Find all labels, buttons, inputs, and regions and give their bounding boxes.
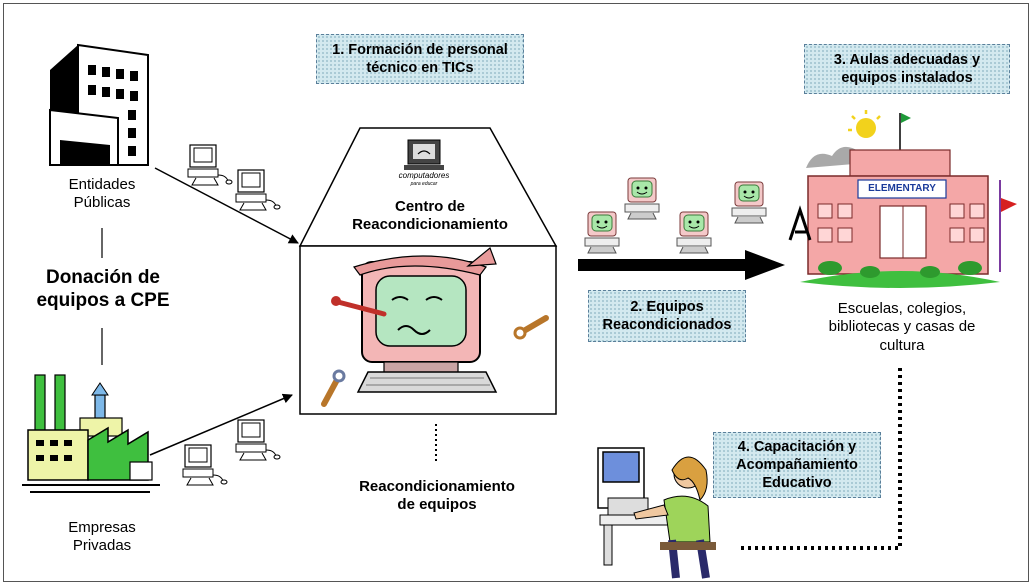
logo-text: computadores: [398, 171, 450, 180]
office-building-icon: [49, 43, 149, 166]
box-formacion: 1. Formación de personal técnico en TICs: [316, 34, 524, 84]
logo-text-group: computadores para educar: [386, 171, 462, 187]
arrow-privadas-to-centro: [149, 393, 293, 456]
computer-icon: [235, 419, 281, 461]
happy-computer-icon: [624, 177, 660, 220]
label-centro: Centro de Reacondicionamiento: [352, 198, 508, 234]
logo-subtext: para educar: [410, 180, 438, 187]
happy-computer-icon: [584, 211, 620, 254]
wrench-icon: [321, 369, 346, 407]
computer-icon: [187, 144, 233, 186]
student-computer-icon: [597, 447, 716, 579]
box-equipos: 2. Equipos Reacondicionados: [588, 290, 746, 342]
wrench-icon: [513, 315, 549, 340]
school-sign-text: ELEMENTARY: [868, 183, 936, 194]
computer-icon: [235, 169, 281, 211]
happy-computer-icon: [676, 211, 712, 254]
logo-computer-icon: [404, 139, 444, 170]
sick-computer-icon: [331, 247, 498, 393]
school-building-icon: [788, 110, 1017, 288]
label-empresas-privadas: Empresas Privadas: [68, 519, 136, 555]
label-entidades-publicas: Entidades Públicas: [68, 176, 136, 212]
label-escuelas: Escuelas, colegios, bibliotecas y casas …: [828, 300, 976, 354]
big-arrow-to-school: [578, 250, 785, 280]
box-equipos-text: 2. Equipos Reacondicionados: [602, 298, 732, 333]
box-formacion-text: 1. Formación de personal técnico en TICs: [332, 41, 508, 76]
box-capacitacion: 4. Capacitación y Acompañamiento Educati…: [713, 432, 881, 498]
box-aulas-text: 3. Aulas adecuadas y equipos instalados: [833, 51, 981, 86]
factory-icon: [22, 374, 160, 493]
box-capacitacion-text: 4. Capacitación y Acompañamiento Educati…: [736, 438, 858, 492]
arrow-publicas-to-centro: [154, 167, 299, 244]
box-aulas: 3. Aulas adecuadas y equipos instalados: [804, 44, 1010, 94]
diagram-frame: [3, 3, 1029, 582]
happy-computer-icon: [731, 181, 767, 224]
computer-icon: [182, 444, 228, 486]
label-donacion: Donación de equipos a CPE: [36, 267, 170, 312]
label-reacondicionamiento: Reacondicionamiento de equipos: [359, 478, 515, 514]
